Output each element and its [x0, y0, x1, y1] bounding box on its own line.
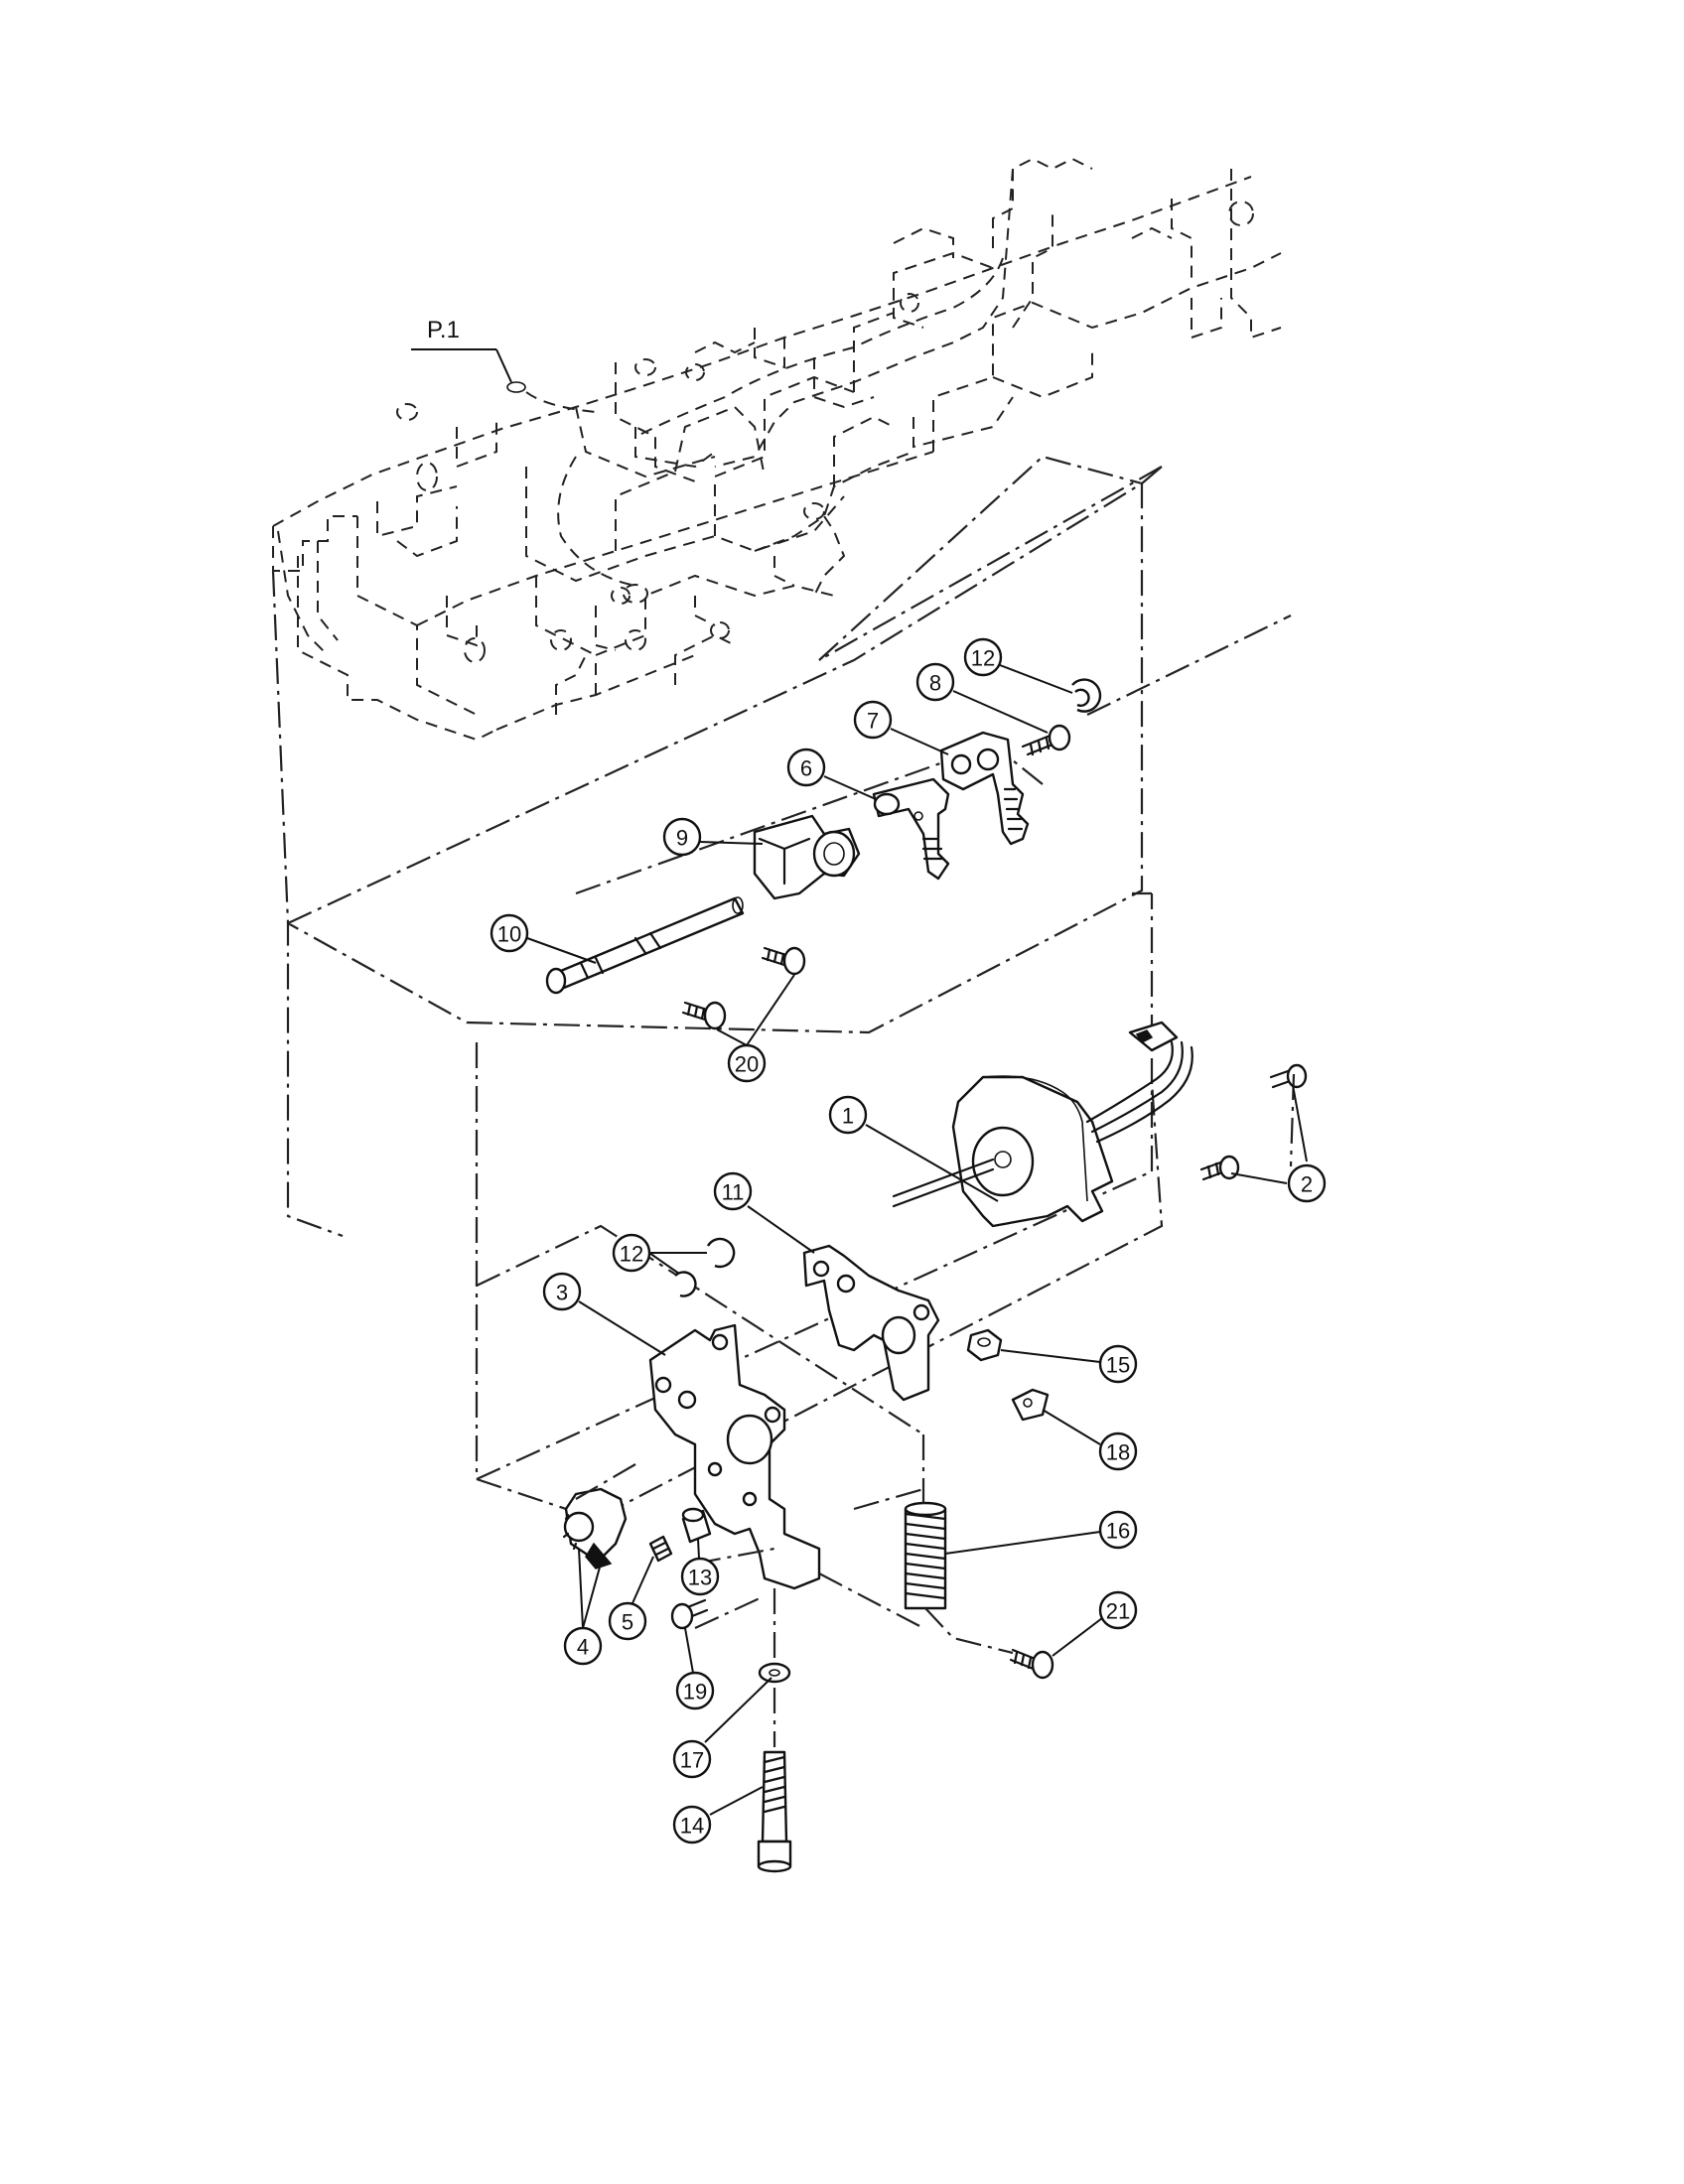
- callout-1: 1: [828, 1095, 868, 1135]
- callout-20: 20: [727, 1043, 767, 1083]
- part-2-screw-b: [1269, 1063, 1308, 1089]
- svg-text:18: 18: [1106, 1440, 1130, 1465]
- part-1-motor: [892, 1021, 1193, 1228]
- svg-text:2: 2: [1301, 1172, 1313, 1197]
- callout-18: 18: [1098, 1432, 1138, 1471]
- callout-21: 21: [1098, 1590, 1138, 1630]
- part-20-screw-b: [681, 1001, 727, 1030]
- svg-text:11: 11: [722, 1180, 745, 1205]
- callout-8: 8: [915, 662, 955, 702]
- part-20-screw-a: [761, 946, 806, 976]
- part-7-rack-plate: [939, 731, 1030, 846]
- callout-12-lower: 12: [612, 1233, 651, 1273]
- svg-text:10: 10: [497, 922, 521, 947]
- callout-10: 10: [490, 913, 529, 953]
- callouts: 1 2 3 4 5 6 7 8 9 10 11 12: [490, 637, 1327, 1844]
- callout-7: 7: [853, 700, 893, 740]
- part-18-clip: [1011, 1388, 1050, 1422]
- svg-text:19: 19: [683, 1680, 707, 1705]
- part-21-screw: [1009, 1648, 1054, 1680]
- part-15-nut: [966, 1328, 1003, 1362]
- part-16-spring: [904, 1501, 947, 1610]
- callout-6: 6: [786, 748, 826, 787]
- part-10-shaft: [545, 896, 745, 995]
- part-3-main-bracket: [648, 1323, 821, 1590]
- svg-text:7: 7: [867, 709, 879, 734]
- svg-text:4: 4: [577, 1635, 589, 1660]
- svg-text:21: 21: [1106, 1599, 1130, 1624]
- part-13-pin: [681, 1507, 712, 1544]
- callout-9: 9: [662, 817, 702, 857]
- part-19-screw: [670, 1598, 709, 1630]
- callout-16: 16: [1098, 1510, 1138, 1550]
- svg-text:8: 8: [929, 671, 941, 696]
- callout-2: 2: [1287, 1163, 1327, 1203]
- svg-text:5: 5: [622, 1610, 633, 1635]
- svg-text:6: 6: [800, 756, 812, 781]
- callout-14: 14: [672, 1805, 712, 1844]
- callout-5: 5: [608, 1601, 647, 1641]
- part-4-gear: [562, 1487, 628, 1570]
- part-2-screw-a: [1199, 1155, 1240, 1181]
- part-12-e-ring-lower-b: [706, 1237, 736, 1269]
- callout-13: 13: [680, 1557, 720, 1596]
- svg-text:16: 16: [1106, 1519, 1130, 1544]
- svg-text:9: 9: [676, 826, 688, 851]
- chassis-frame: P.1: [272, 157, 1282, 742]
- callout-17: 17: [672, 1739, 712, 1779]
- svg-text:3: 3: [556, 1281, 568, 1305]
- part-17-washer: [758, 1662, 791, 1684]
- svg-text:1: 1: [842, 1104, 854, 1129]
- part-12-e-ring-lower-a: [674, 1271, 697, 1297]
- part-11-motor-bracket: [802, 1244, 940, 1402]
- svg-text:12: 12: [620, 1242, 643, 1267]
- part-14-bolt: [757, 1750, 792, 1873]
- callout-15: 15: [1098, 1344, 1138, 1384]
- svg-text:17: 17: [680, 1748, 704, 1773]
- callout-3: 3: [542, 1272, 582, 1311]
- svg-text:13: 13: [688, 1566, 712, 1590]
- part-12-e-ring-upper: [1071, 678, 1102, 713]
- part-5-set-screw: [648, 1535, 673, 1563]
- callout-4: 4: [563, 1626, 603, 1666]
- part-9-cam: [753, 814, 861, 900]
- svg-text:15: 15: [1106, 1353, 1130, 1378]
- part-6-lever-plate: [872, 777, 950, 881]
- svg-text:20: 20: [735, 1052, 759, 1077]
- reference-label-p1: P.1: [427, 317, 460, 343]
- callout-12-upper: 12: [963, 637, 1003, 677]
- callout-11: 11: [713, 1171, 753, 1211]
- svg-text:12: 12: [971, 646, 995, 671]
- svg-text:14: 14: [680, 1814, 704, 1839]
- callout-19: 19: [675, 1671, 715, 1710]
- part-8-screw: [1021, 724, 1071, 756]
